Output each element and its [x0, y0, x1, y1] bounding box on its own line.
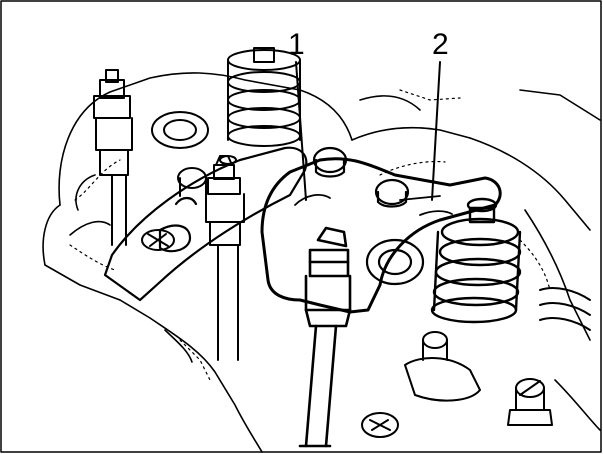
- small-nut: [177, 167, 207, 197]
- right-edge-bolt: [507, 378, 553, 426]
- front-rocker-arm: [260, 157, 502, 314]
- rocker-shaft-bolt-1: [312, 146, 348, 178]
- rear-rocker-nut: [141, 229, 175, 251]
- rocker-arm-detail: [294, 194, 453, 216]
- rear-valve-spring: [227, 47, 301, 147]
- right-edge-spring: [539, 287, 591, 331]
- rocker-pivot-boss: [365, 238, 425, 286]
- cylinder-head-casting: [42, 72, 601, 453]
- callout-2-leader: [431, 61, 441, 201]
- valve-cap-rear: [151, 111, 209, 149]
- callout-1-label: 1: [288, 28, 305, 61]
- callout-leaders: [295, 61, 441, 201]
- front-valve-spring: [430, 197, 522, 324]
- rocker-shaft-bolt-2: [374, 178, 410, 208]
- callout-2-label: 2: [432, 28, 449, 61]
- casting-texture: [69, 89, 551, 381]
- rear-rocker-arm: [103, 146, 308, 302]
- front-adjuster-stud: [298, 226, 352, 448]
- left-adjuster-stud: [93, 69, 133, 246]
- callout-1-leader: [295, 61, 307, 201]
- lower-right-stud: [404, 331, 481, 402]
- center-adjuster-stud: [205, 155, 245, 361]
- lower-left-washer: [361, 412, 399, 438]
